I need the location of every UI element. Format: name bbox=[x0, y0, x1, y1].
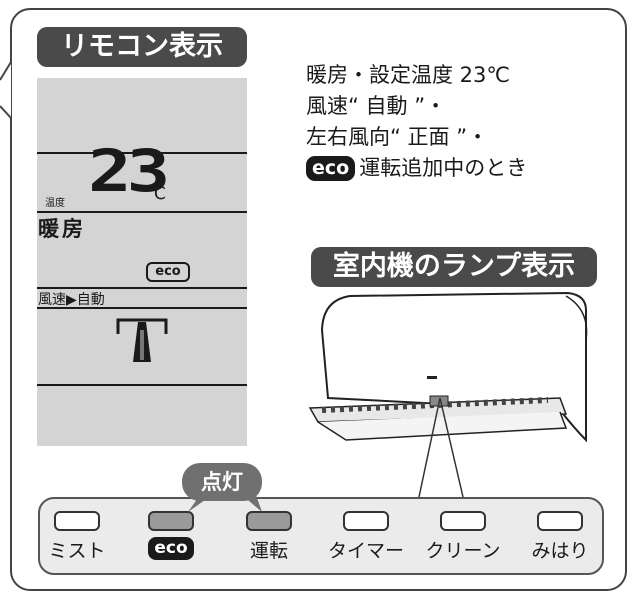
lcd-divider bbox=[37, 287, 247, 289]
desc-line-2: 風速“ 自動 ”・ bbox=[306, 94, 447, 118]
lamp-panel bbox=[38, 497, 604, 575]
lamp-clean bbox=[440, 511, 486, 531]
lcd-divider bbox=[37, 211, 247, 213]
lamp-label-watch: みはり bbox=[531, 540, 589, 562]
lit-callout: 点灯 bbox=[182, 463, 262, 501]
lcd-divider bbox=[37, 307, 247, 309]
lcd-unit: ℃ bbox=[147, 184, 167, 204]
lamp-operation bbox=[246, 511, 292, 531]
lamp-label-eco: eco bbox=[121, 536, 221, 560]
lamp-mist bbox=[54, 511, 100, 531]
lcd-temperature: 23 bbox=[88, 137, 170, 205]
desc-line-3: 左右風向“ 正面 ”・ bbox=[306, 125, 489, 149]
lamp-label-clean: クリーン bbox=[425, 540, 501, 562]
desc-line-1: 暖房・設定温度 23℃ bbox=[306, 63, 510, 87]
eco-lamp-badge: eco bbox=[148, 537, 194, 560]
lcd-eco-indicator: eco bbox=[146, 262, 190, 282]
lamp-timer bbox=[343, 511, 389, 531]
lamp-label-mist: ミスト bbox=[48, 540, 106, 562]
lamp-eco bbox=[148, 511, 194, 531]
lcd-mode: 暖房 bbox=[38, 217, 86, 241]
indoor-lamp-tag: 室内機のランプ表示 bbox=[311, 247, 597, 287]
lcd-divider bbox=[37, 152, 247, 154]
lcd-fan-speed: 風速▶自動 bbox=[38, 292, 105, 308]
desc-line-4-text: 運転追加中のとき bbox=[359, 156, 528, 180]
lcd-divider bbox=[37, 384, 247, 386]
eco-badge: eco bbox=[306, 156, 356, 181]
lamp-label-operation: 運転 bbox=[249, 540, 288, 562]
lamp-label-timer: タイマー bbox=[327, 540, 404, 562]
lamp-watch bbox=[537, 511, 583, 531]
remote-display-tag: リモコン表示 bbox=[37, 27, 247, 67]
lcd-temperature-label: 温度 bbox=[45, 198, 65, 209]
